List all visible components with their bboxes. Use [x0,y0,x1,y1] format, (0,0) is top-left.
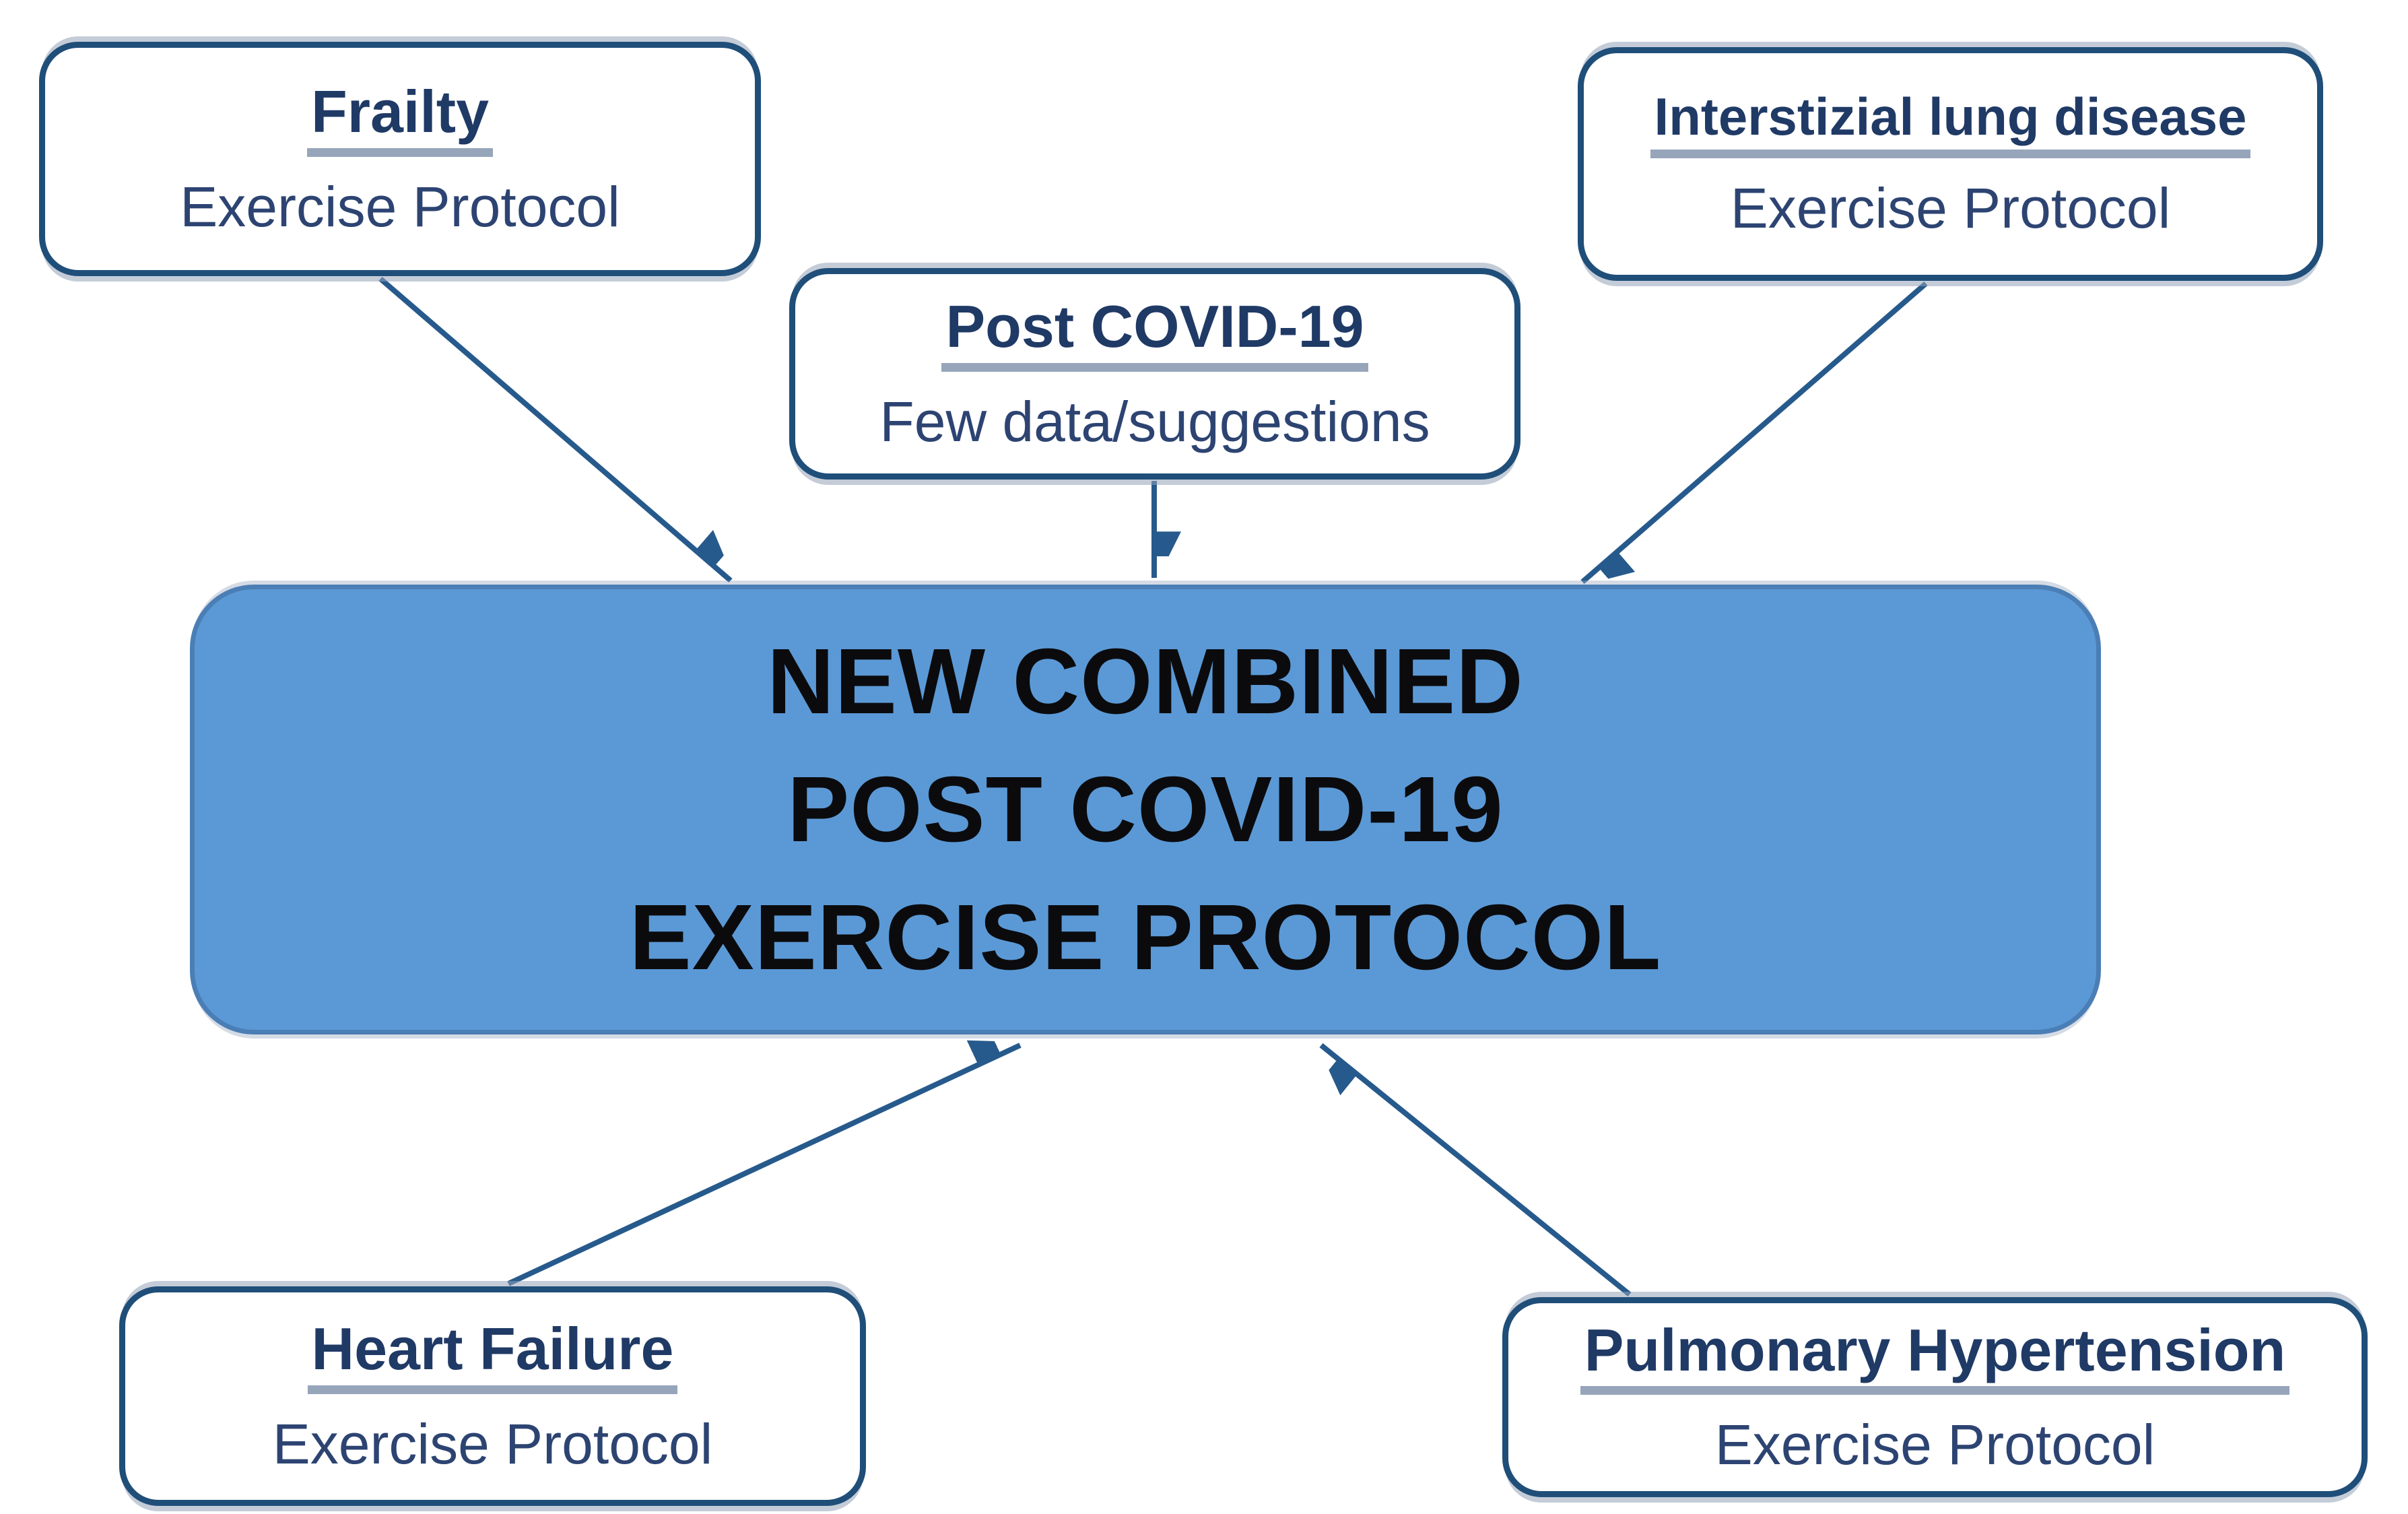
arrow-pulmonary-to-center [1319,1043,1632,1297]
center-box-line-3: EXERCISE PROTOCOL [629,886,1662,989]
center-box-line-2: POST COVID-19 [787,758,1504,861]
node-heart-failure-subtitle: Exercise Protocol [272,1412,713,1476]
node-frailty-title: Frailty [306,81,494,157]
node-pulmonary: Pulmonary Hypertension Exercise Protocol [1502,1297,2368,1497]
node-heart-failure: Heart Failure Exercise Protocol [119,1286,866,1506]
arrow-interstitial-to-center [1580,281,1928,582]
node-post-covid: Post COVID-19 Few data/suggestions [789,268,1520,480]
node-interstitial: Interstizial lung disease Exercise Proto… [1578,47,2323,281]
node-interstitial-title: Interstizial lung disease [1650,90,2251,159]
node-pulmonary-title: Pulmonary Hypertension [1580,1319,2290,1395]
node-frailty-subtitle: Exercise Protocol [180,174,620,238]
node-post-covid-subtitle: Few data/suggestions [879,389,1430,453]
arrow-frailty-to-center [378,276,733,583]
arrow-heart-failure-to-center [507,1045,1022,1286]
node-interstitial-subtitle: Exercise Protocol [1730,176,2171,240]
node-pulmonary-subtitle: Exercise Protocol [1714,1413,2155,1477]
node-post-covid-title: Post COVID-19 [941,296,1368,372]
node-heart-failure-title: Heart Failure [307,1319,678,1394]
center-box-line-1: NEW COMBINED [767,630,1524,733]
node-frailty: Frailty Exercise Protocol [39,42,761,276]
center-box: NEW COMBINED POST COVID-19 EXERCISE PROT… [190,585,2101,1034]
